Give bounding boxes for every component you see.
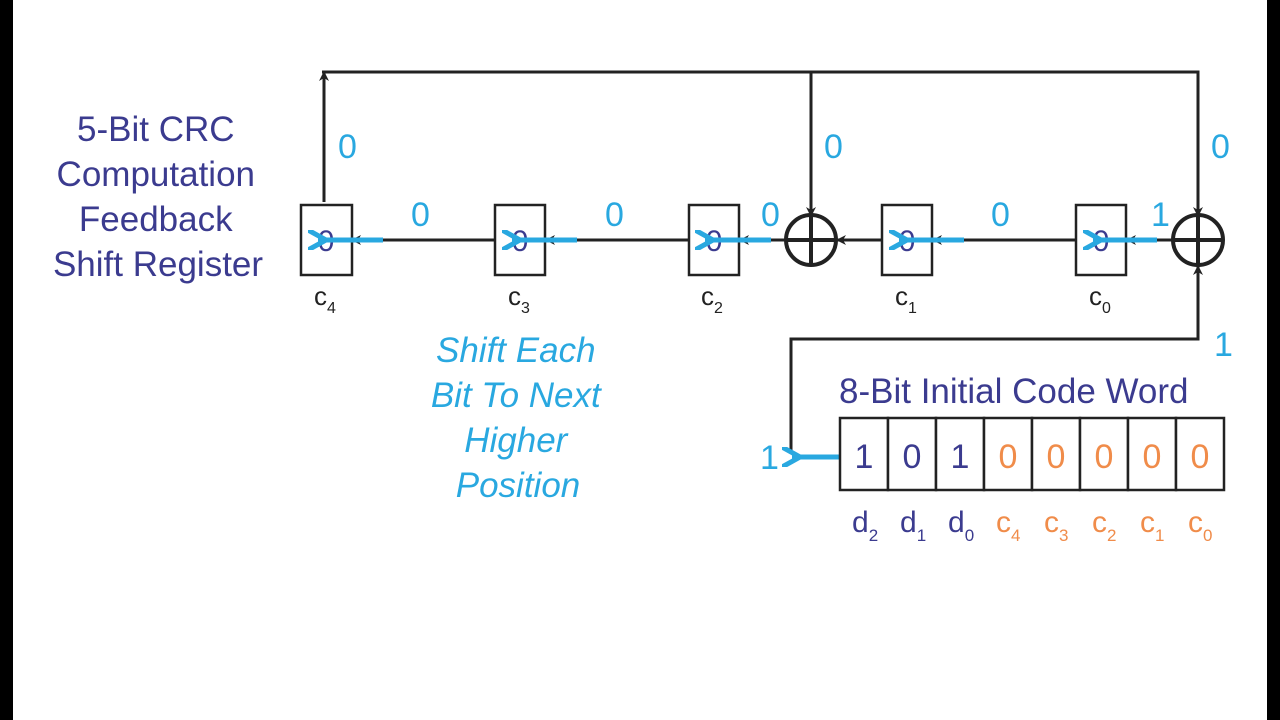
feedback-wires	[319, 70, 1203, 450]
register-c3: 0 c3	[493, 203, 547, 317]
hint-line-2: Bit To Next	[431, 376, 602, 415]
register-c4: 0 c4	[299, 203, 354, 317]
codeword-title: 8-Bit Initial Code Word	[839, 372, 1189, 411]
xor-gate-0	[1171, 213, 1225, 267]
codeword-cell-value: 1	[951, 438, 970, 476]
shift-hint: Shift Each Bit To Next Higher Position	[431, 331, 605, 505]
codeword-cell-value: 0	[1143, 438, 1162, 476]
value-feedback-right: 0	[1211, 128, 1230, 166]
codeword-cell-box	[982, 416, 1034, 492]
codeword-bit-label: d1	[900, 506, 926, 545]
codeword-cell-value: 0	[1047, 438, 1066, 476]
hint-line-4: Position	[456, 466, 581, 505]
register-c2-label: c2	[701, 281, 723, 317]
codeword-cell-value: 0	[1095, 438, 1114, 476]
codeword-cell-value: 1	[855, 438, 874, 476]
title-line-4: Shift Register	[53, 245, 263, 284]
value-c3-to-c4: 0	[411, 196, 430, 234]
title-line-1: 5-Bit CRC	[77, 110, 235, 149]
register-c0: 0 c0	[1074, 203, 1128, 317]
input-to-xor0-wire	[789, 265, 1203, 450]
register-c0-label: c0	[1089, 281, 1111, 317]
value-xor1-to-c2: 0	[761, 196, 780, 234]
codeword-cell-box	[886, 416, 938, 492]
codeword-cell-box	[1174, 416, 1226, 492]
diagram-title: 5-Bit CRC Computation Feedback Shift Reg…	[53, 110, 263, 284]
xor-gate-1	[784, 213, 838, 267]
codeword-cell-box	[838, 416, 890, 492]
codeword-bit-label: c2	[1092, 506, 1116, 545]
top-feedback-wire	[322, 70, 1203, 217]
title-line-2: Computation	[57, 155, 255, 194]
hint-line-1: Shift Each	[436, 331, 596, 370]
title-line-3: Feedback	[79, 200, 233, 239]
codeword-bit-label: c0	[1188, 506, 1212, 545]
codeword-bit-label: d2	[852, 506, 878, 545]
register-c1: 0 c1	[880, 203, 934, 317]
register-c2: 0 c2	[687, 203, 741, 317]
register-c4-label: c4	[314, 281, 336, 317]
codeword-labels: d2 d1 d0 c4 c3 c2 c1 c0	[852, 506, 1212, 545]
codeword-cell-value: 0	[903, 438, 922, 476]
diagram-canvas	[13, 0, 1267, 720]
hint-line-3: Higher	[464, 421, 568, 460]
value-xor0-to-c0: 1	[1151, 196, 1170, 234]
value-c0-to-c1: 0	[991, 196, 1010, 234]
value-input-wire: 1	[1214, 326, 1233, 364]
value-input-bit: 1	[760, 439, 779, 477]
codeword-cell-value: 0	[1191, 438, 1210, 476]
value-feedback-tap: 0	[824, 128, 843, 166]
codeword-cell-value: 0	[999, 438, 1018, 476]
codeword-bit-label: d0	[948, 506, 974, 545]
codeword-bit-label: c3	[1044, 506, 1068, 545]
register-c1-label: c1	[895, 281, 917, 317]
codeword-cell-box	[1126, 416, 1178, 492]
codeword-bit-label: c1	[1140, 506, 1164, 545]
value-c2-to-c3: 0	[605, 196, 624, 234]
value-c4-output: 0	[338, 128, 357, 166]
codeword-cell-box	[1030, 416, 1082, 492]
register-c3-label: c3	[508, 281, 530, 317]
codeword-bit-label: c4	[996, 506, 1020, 545]
